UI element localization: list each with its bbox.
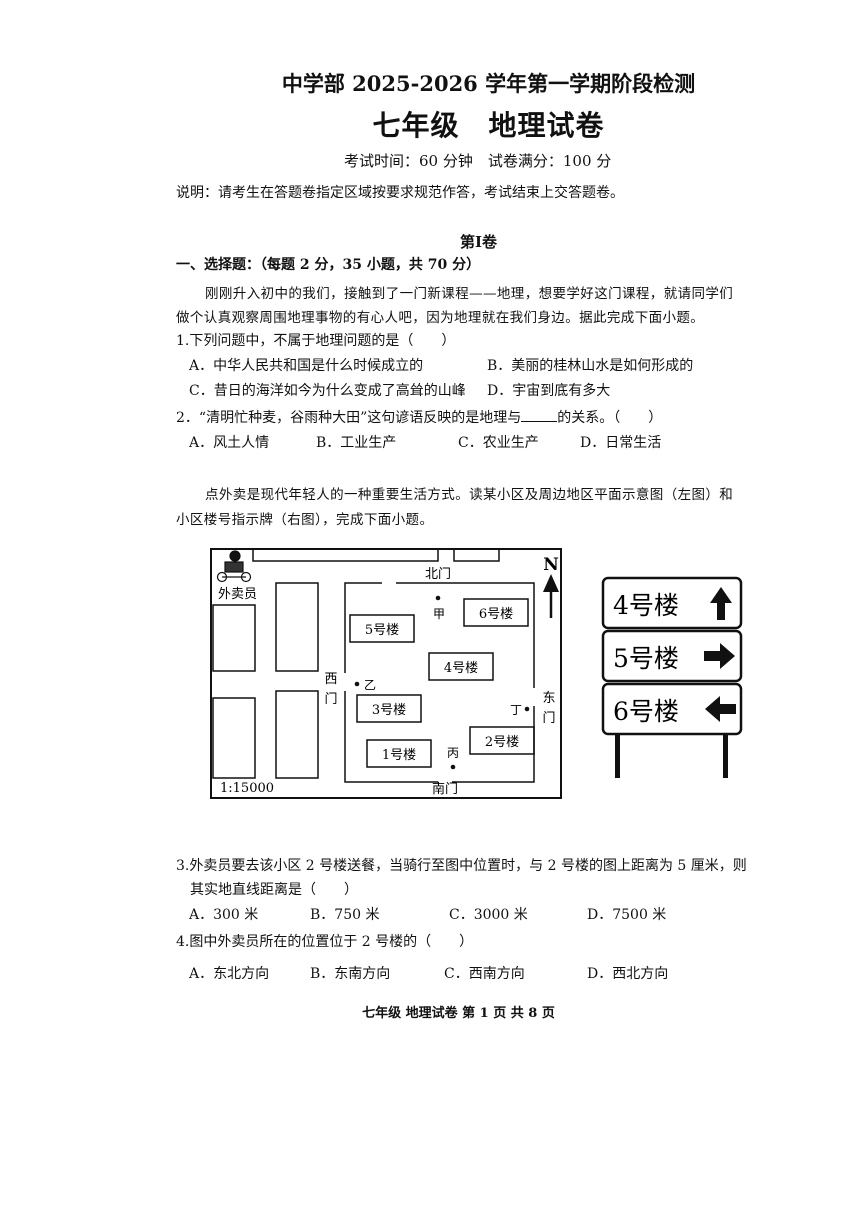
building-5-label: 5号楼 — [365, 623, 399, 638]
question-2-option-d: D．日常生活 — [580, 435, 662, 451]
building-6 — [463, 598, 529, 627]
question-3-option-c: C．3000 米 — [449, 907, 528, 923]
question-2-option-c: C．农业生产 — [458, 435, 539, 451]
west-gate-label: 门 — [324, 692, 337, 707]
point-ding-dot — [524, 706, 530, 712]
east-gate-label: 东 — [542, 691, 555, 706]
question-4-option-a: A．东北方向 — [189, 966, 270, 982]
sign-panel-2 — [601, 629, 743, 683]
east-gate-label: 门 — [542, 711, 555, 726]
north-arrow-icon — [543, 574, 559, 618]
outer-block — [275, 690, 319, 779]
community-map: 5号楼 6号楼 4号楼 3号楼 2号楼 1号楼 北门 南门 西 门 东 门 甲 … — [210, 548, 562, 799]
page-footer: 七年级 地理试卷 第 1 页 共 8 页 — [362, 1006, 555, 1021]
answer-blank — [521, 409, 558, 422]
point-bing-dot — [450, 764, 456, 770]
building-6-label: 6号楼 — [479, 607, 513, 622]
north-gate-label: 北门 — [425, 567, 451, 582]
point-yi-dot — [354, 681, 360, 687]
outer-block — [275, 582, 319, 672]
volume-heading: 第Ⅰ卷 — [459, 233, 498, 251]
question-3-option-d: D．7500 米 — [587, 907, 667, 923]
courier-label: 外卖员 — [218, 587, 257, 602]
building-1 — [366, 739, 432, 768]
point-yi-label: 乙 — [364, 678, 376, 692]
building-2 — [469, 726, 535, 755]
south-gate-label: 南门 — [432, 781, 458, 797]
sign-row-3-label: 6号楼 — [613, 697, 679, 726]
question-1-stem: 1.下列问题中，不属于地理问题的是（ ） — [176, 333, 456, 349]
question-4-stem: 4.图中外卖员所在的位置位于 2 号楼的（ ） — [176, 934, 474, 950]
question-3-stem: 3.外卖员要去该小区 2 号楼送餐，当骑行至图中位置时，与 2 号楼的图上距离为… — [176, 858, 747, 874]
arrow-up-icon — [710, 587, 732, 620]
outer-block — [212, 604, 256, 672]
arrow-right-icon — [704, 643, 735, 669]
instructions-note: 说明：请考生在答题卷指定区域按要求规范作答，考试结束上交答题卷。 — [176, 185, 624, 201]
scale-label: 1:15000 — [220, 781, 274, 796]
road-strip — [252, 548, 439, 562]
sign-panel-3 — [601, 682, 743, 736]
question-1-option-a: A．中华人民共和国是什么时候成立的 — [189, 358, 424, 374]
exam-title: 中学部 2025-2026 学年第一学期阶段检测 — [281, 71, 696, 96]
sign-panel-1 — [601, 576, 743, 630]
subject-title: 七年级 地理试卷 — [372, 109, 605, 142]
question-4-option-c: C．西南方向 — [444, 966, 525, 982]
west-gate-label: 西 — [324, 672, 337, 687]
intro-paragraph-line: 做个认真观察周围地理事物的有心人吧，因为地理就在我们身边。据此完成下面小题。 — [176, 310, 705, 326]
intro-paragraph-line: 点外卖是现代年轻人的一种重要生活方式。读某小区及周边地区平面示意图（左图）和 — [205, 487, 734, 503]
building-2-label: 2号楼 — [485, 735, 519, 750]
question-1-option-c: C．昔日的海洋如今为什么变成了高耸的山峰 — [189, 383, 466, 399]
sign-row-2-label: 5号楼 — [613, 644, 679, 673]
building-4-label: 4号楼 — [444, 661, 478, 676]
arrow-left-icon — [705, 696, 736, 722]
question-2-option-b: B．工业生产 — [316, 435, 397, 451]
question-3-stem-cont: 其实地直线距离是（ ） — [190, 882, 358, 898]
building-3 — [356, 694, 422, 723]
question-1-option-d: D．宇宙到底有多大 — [487, 383, 611, 399]
question-3-option-b: B．750 米 — [310, 907, 380, 923]
question-3-option-a: A．300 米 — [189, 907, 259, 923]
building-sign: 4号楼 5号楼 6号楼 — [601, 576, 743, 778]
building-3-label: 3号楼 — [372, 703, 406, 718]
north-label: N — [543, 555, 559, 575]
point-ding-label: 丁 — [510, 703, 522, 717]
building-1-label: 1号楼 — [382, 748, 416, 763]
point-jia-label: 甲 — [433, 607, 445, 621]
section-title: 一、选择题：（每题 2 分，35 小题，共 70 分） — [176, 257, 481, 273]
point-bing-label: 丙 — [447, 746, 459, 760]
question-4-option-b: B．东南方向 — [310, 966, 391, 982]
exam-info: 考试时间：60 分钟 试卷满分：100 分 — [344, 152, 612, 170]
building-5 — [349, 614, 415, 643]
point-jia-dot — [435, 595, 441, 601]
building-4 — [428, 652, 494, 681]
question-2-stem: 2．“清明忙种麦，谷雨种大田”这句谚语反映的是地理与的关系。（ ） — [176, 409, 663, 426]
intro-paragraph-line: 小区楼号指示牌（右图），完成下面小题。 — [176, 512, 434, 528]
sign-row-1-label: 4号楼 — [613, 591, 679, 620]
intro-paragraph-line: 刚刚升入初中的我们，接触到了一门新课程——地理，想要学好这门课程，就请同学们 — [205, 286, 734, 302]
outer-block — [212, 697, 256, 779]
question-1-option-b: B．美丽的桂林山水是如何形成的 — [487, 358, 694, 374]
question-4-option-d: D．西北方向 — [587, 966, 669, 982]
courier-icon — [216, 550, 252, 583]
question-2-option-a: A．风土人情 — [189, 435, 270, 451]
road-strip — [453, 548, 500, 562]
